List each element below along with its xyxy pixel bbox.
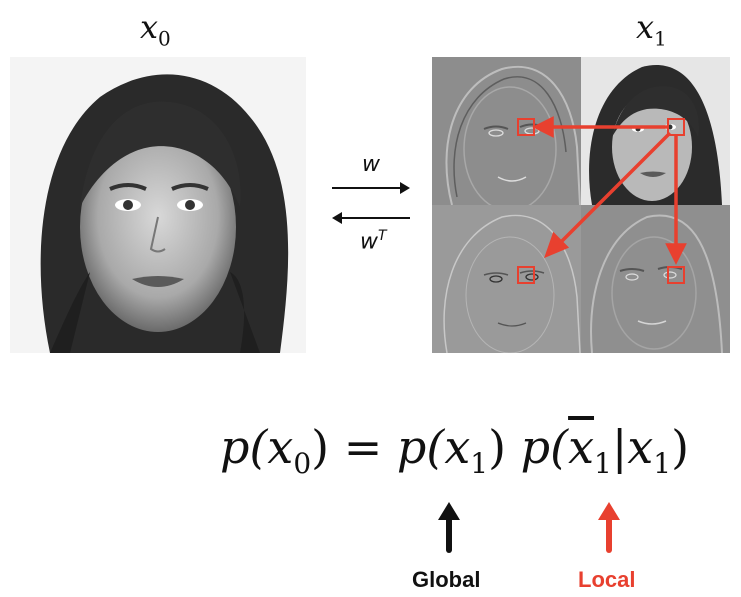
likelihood-equation: p(x0) = p(x1) p(x1|x1) <box>220 420 690 481</box>
x0-label: x0 <box>140 8 171 51</box>
arrow-to-diagonal-detail <box>558 131 672 245</box>
wavelet-decomposition-grid <box>432 57 730 353</box>
local-patch-box-bottom-right <box>667 266 685 284</box>
detail-subband-vertical <box>581 205 730 353</box>
approximation-subband <box>581 57 730 205</box>
forward-arrow <box>332 182 410 194</box>
local-caption: Local <box>578 567 636 592</box>
global-caption: Global <box>412 567 481 592</box>
detail-subband-diagonal <box>432 205 581 353</box>
forward-operator-label: w <box>362 152 380 177</box>
detail-subband-horizontal <box>432 57 581 212</box>
backward-arrow <box>332 212 410 224</box>
local-arrow <box>598 502 620 553</box>
local-patch-box-bottom-left <box>517 266 535 284</box>
original-face-image <box>10 57 306 353</box>
x1-label: x1 <box>636 8 667 51</box>
global-arrow <box>438 502 460 553</box>
backward-operator-label: wT <box>360 228 387 255</box>
